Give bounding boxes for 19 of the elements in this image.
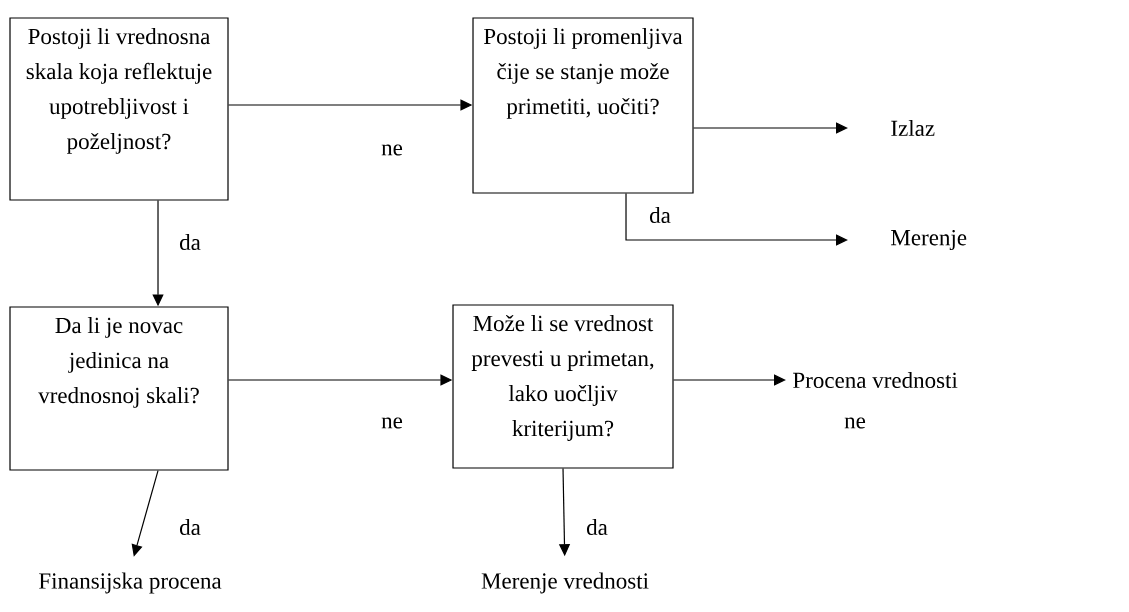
edge-label: da [647, 204, 673, 226]
edge-label: da [584, 516, 610, 538]
outcome-text: Merenje vrednosti [481, 572, 649, 594]
arrow [693, 122, 848, 134]
edge-label: da [177, 231, 203, 253]
question-box: Postoji li vrednosna skala koja reflektuje upotrebljivost i poželjnost? [9, 17, 229, 201]
outcome-text: Izlaz [891, 119, 935, 137]
question-box: Da li je novac jedinica na vrednosnoj skali? [9, 306, 229, 471]
question-box: Postoji li promenljiva čije se stanje može primetiti, uočiti? [472, 17, 694, 194]
edge-label: ne [379, 142, 405, 158]
outcome-text: Finansijska procena [39, 572, 222, 594]
outcome-text: Procena vrednosti [793, 371, 958, 389]
question-box: Može li se vrednost prevesti u primetan, lako uočljiv kriterijum? [452, 304, 674, 469]
edge-label: ne [842, 415, 868, 431]
arrow [673, 374, 786, 386]
arrow [625, 193, 848, 246]
edge-label: da [177, 516, 203, 538]
edge-label: ne [379, 415, 405, 431]
outcome-text: Merenje [891, 229, 967, 251]
